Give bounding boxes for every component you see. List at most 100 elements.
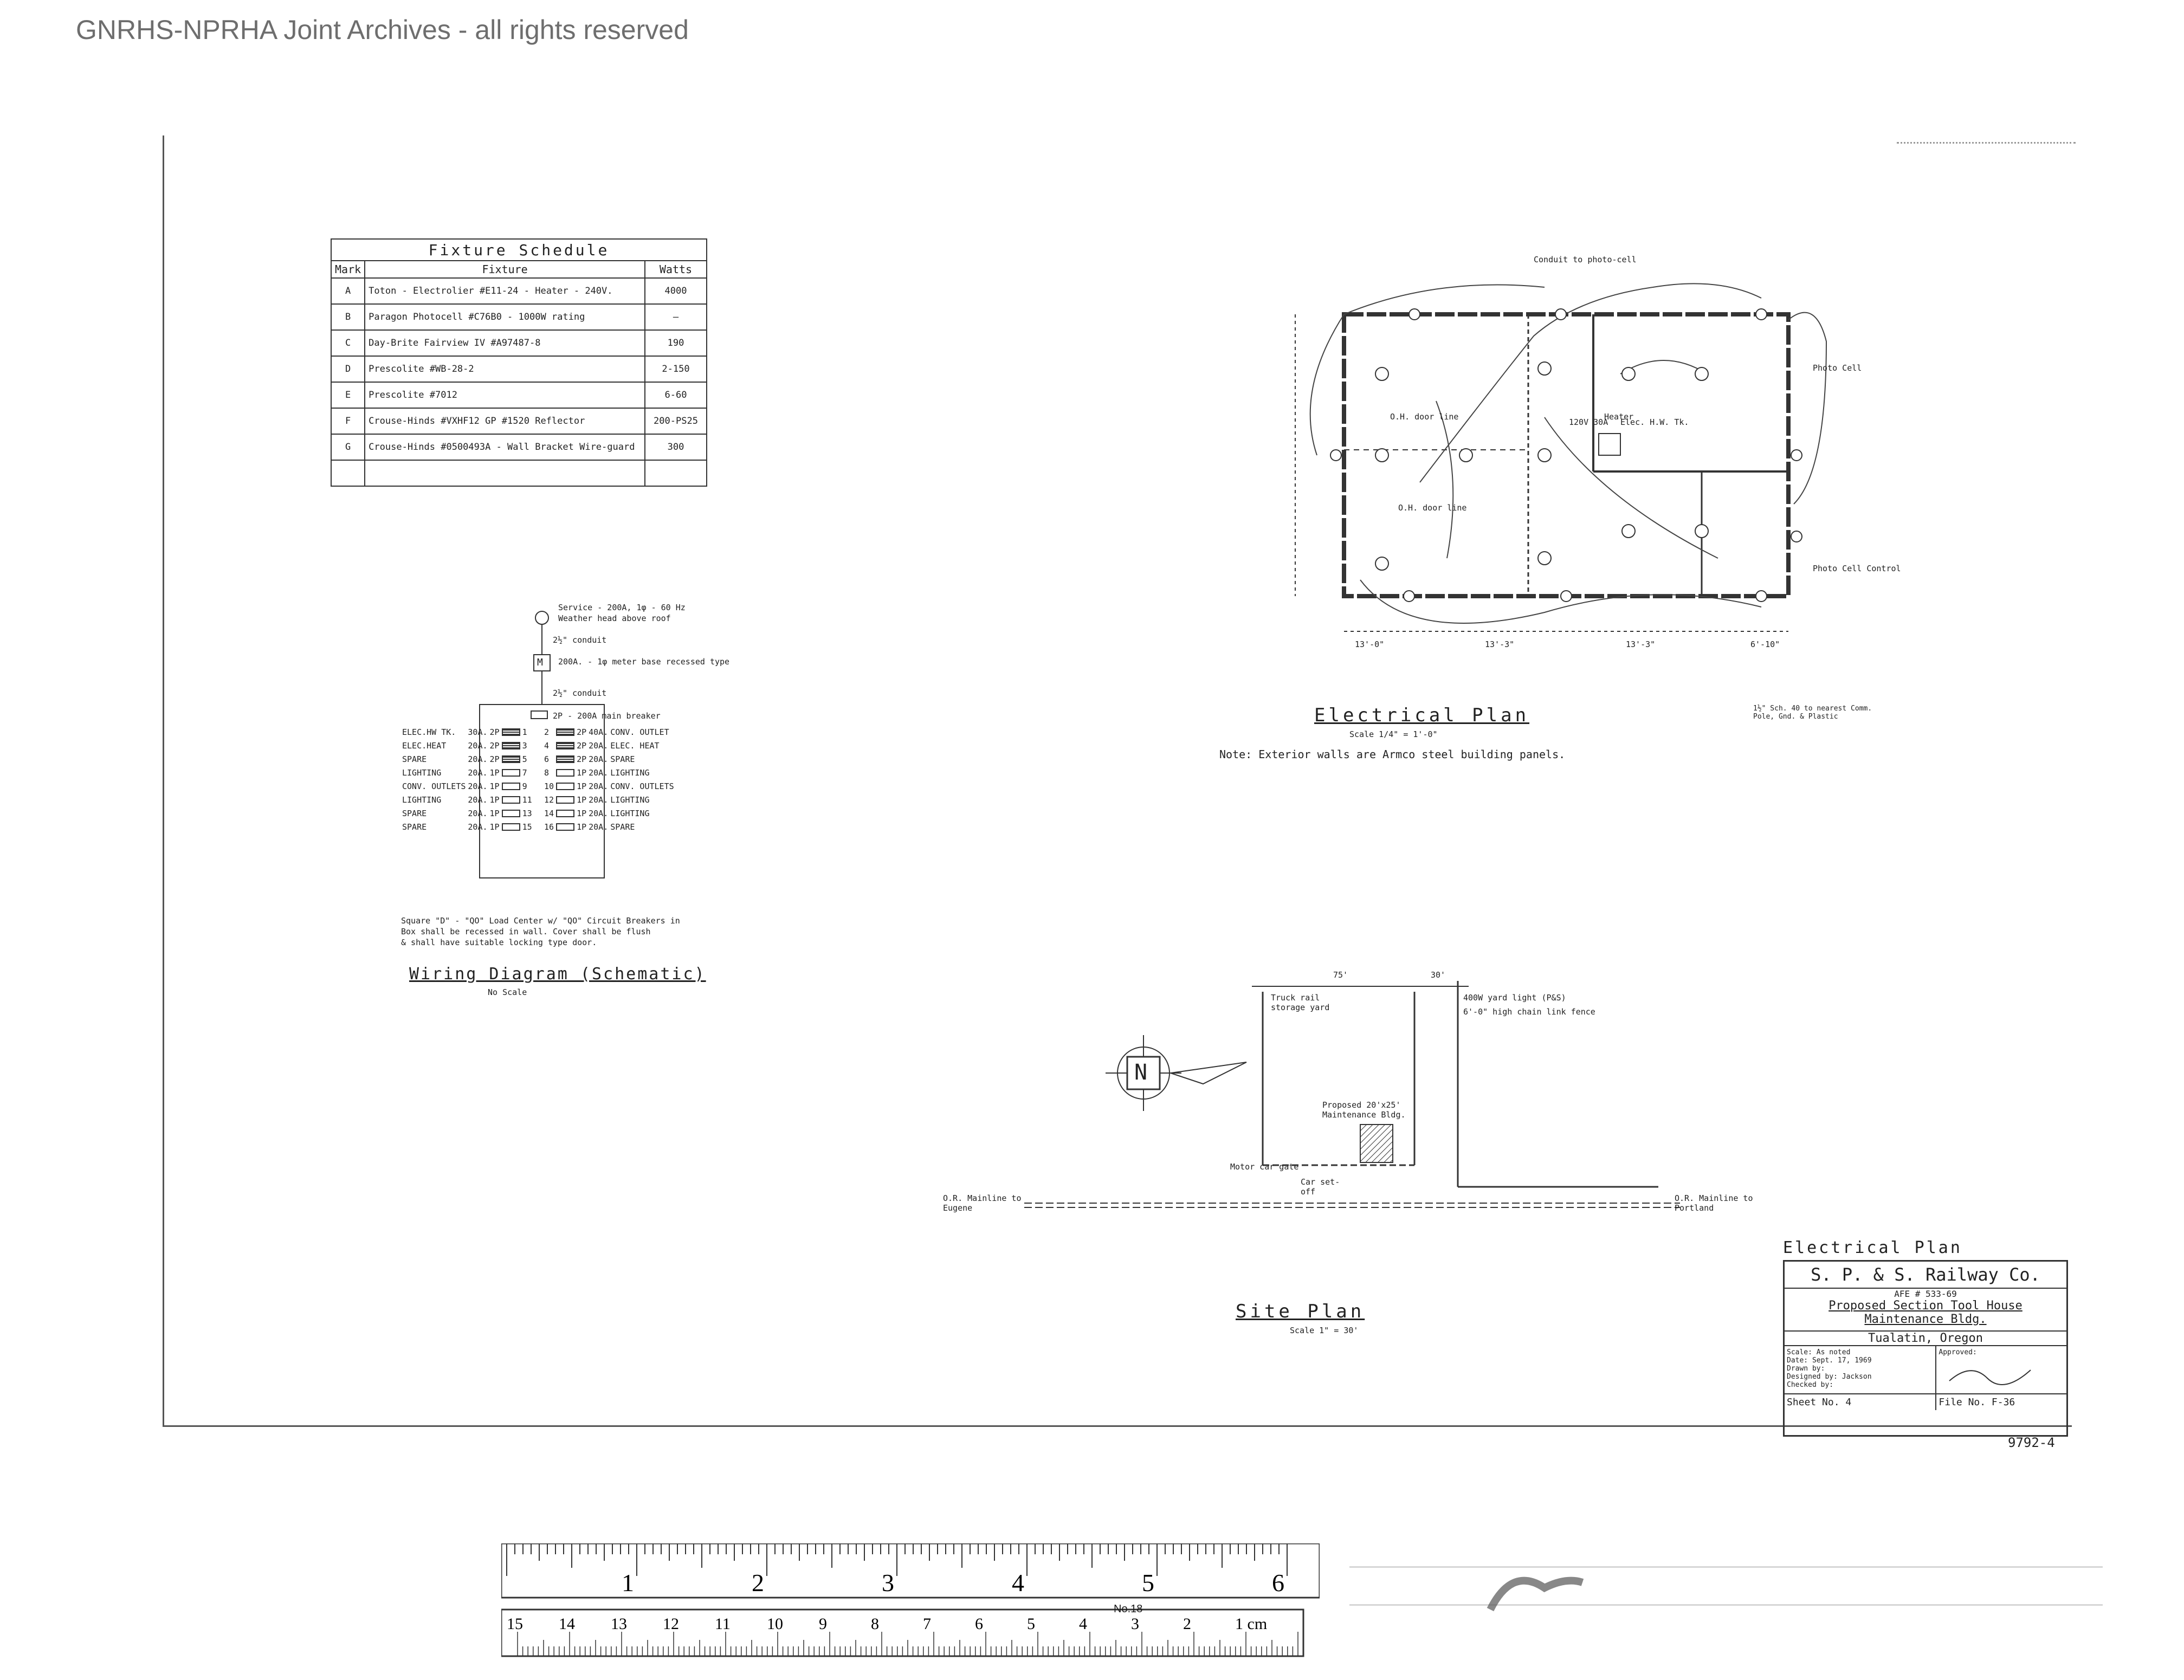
ruler-number: 4	[1012, 1569, 1024, 1597]
water-heater-label: Elec. H.W. Tk.	[1620, 417, 1689, 427]
site-plan-title: Site Plan	[1236, 1301, 1365, 1322]
circuit-number: 15	[522, 822, 532, 832]
ruler-cm-number: 12	[663, 1615, 679, 1633]
ruler-number: 3	[882, 1569, 894, 1597]
circuit-amps: 20A.	[589, 781, 609, 791]
circuit-number: 9	[522, 781, 527, 791]
fixture-mark: F	[330, 408, 366, 435]
ruler-cm-number: 11	[715, 1615, 731, 1633]
circuit-poles: 1P	[489, 822, 500, 832]
circuit-poles: 1P	[577, 767, 587, 778]
breaker-cell	[501, 766, 521, 779]
circuit-amps: 20A.	[589, 794, 609, 805]
fixture-watts: 300	[644, 434, 707, 461]
ruler-cm-number: 9	[819, 1615, 827, 1633]
ruler-number: 2	[752, 1569, 764, 1597]
truck-storage-label: Truck rail storage yard	[1271, 993, 1330, 1012]
ruler-cm-number: 6	[975, 1615, 983, 1633]
date-field: Date: Sept. 17, 1969	[1787, 1356, 1872, 1365]
sheet-top-edge	[1897, 142, 2076, 144]
fixture-desc: Paragon Photocell #C76B0 - 1000W rating	[364, 303, 645, 331]
breaker-symbol	[501, 755, 520, 763]
fixture-desc: Toton - Electrolier #E11-24 - Heater - 2…	[364, 277, 645, 305]
breaker-cell	[555, 766, 576, 779]
weatherhead-label: Weather head above roof	[558, 613, 671, 623]
circuit-poles: 1P	[489, 794, 500, 805]
circuit-poles: 2P	[489, 740, 500, 751]
fixture-watts: 6-60	[644, 382, 707, 409]
conduit-callout: 1½" Sch. 40 to nearest Comm. Pole, Gnd. …	[1753, 705, 1872, 721]
circuit-amps: 30A.	[468, 727, 488, 737]
mainline-portland-label: O.R. Mainline to Portland	[1675, 1193, 1753, 1213]
project-location: Tualatin, Oregon	[1785, 1332, 2066, 1346]
electrical-plan-title: Electrical Plan	[1314, 705, 1530, 726]
fixture-watts: 190	[644, 329, 707, 357]
ruler-cm-number: 8	[871, 1615, 879, 1633]
circuit-amps: 20A.	[468, 740, 488, 751]
breaker-cell	[555, 779, 576, 793]
electrical-plan-scale: Scale 1/4" = 1'-0"	[1349, 729, 1438, 739]
breaker-symbol	[501, 769, 520, 777]
plan-dimension: 6'-10"	[1750, 639, 1780, 649]
breaker-symbol	[501, 742, 520, 749]
breaker-cell	[501, 752, 521, 766]
circuit-poles: 2P	[577, 754, 587, 764]
main-breaker-label: 2P - 200A main breaker	[553, 711, 661, 721]
breaker-cell	[501, 820, 521, 833]
circuit-name: ELEC. HEAT	[610, 740, 660, 751]
circuit-name: LIGHTING	[610, 767, 650, 778]
circuit-number: 6	[544, 754, 550, 764]
breaker-cell	[501, 739, 521, 752]
breaker-symbol	[556, 742, 575, 749]
circuit-poles: 1P	[577, 808, 587, 818]
circuit-number: 10	[544, 781, 554, 791]
circuit-name: SPARE	[610, 754, 635, 764]
circuit-name: SPARE	[610, 822, 635, 832]
breaker-symbol	[556, 769, 575, 777]
circuit-name: LIGHTING	[610, 808, 650, 818]
circuit-amps: 20A.	[468, 754, 488, 764]
plan-dimension: 13'-3"	[1485, 639, 1515, 649]
site-plan-scale: Scale 1" = 30'	[1290, 1326, 1359, 1335]
fixture-desc: Day-Brite Fairview IV #A97487-8	[364, 329, 645, 357]
conduit-label-2: 2½" conduit	[553, 688, 607, 698]
watts-header: Watts	[644, 260, 707, 279]
circuit-name: LIGHTING	[610, 794, 650, 805]
project-line-1: Proposed Section Tool House	[1828, 1299, 2023, 1313]
breaker-cell	[501, 806, 521, 820]
circuit-name: ELEC.HW TK.	[402, 727, 456, 737]
floor-plan-drawing	[1295, 283, 1827, 632]
conduit-label: 2½" conduit	[553, 635, 607, 645]
ruler-cm-number: 13	[611, 1615, 627, 1633]
heater-label: Heater	[1604, 412, 1634, 422]
panel-note-3: & shall have suitable locking type door.	[401, 938, 597, 947]
ruler-cm-number: 2	[1183, 1615, 1191, 1633]
wiring-scale: No Scale	[488, 987, 527, 997]
breaker-cell	[555, 806, 576, 820]
title-block-heading: Electrical Plan	[1783, 1238, 1962, 1257]
fixture-mark: D	[330, 356, 366, 383]
circuit-amps: 20A.	[589, 822, 609, 832]
yard-light-label: 400W yard light (P&S)	[1463, 993, 1566, 1003]
breaker-symbol	[501, 728, 520, 736]
circuit-poles: 2P	[489, 727, 500, 737]
fixture-desc: Crouse-Hinds #VXHF12 GP #1520 Reflector	[364, 408, 645, 435]
circuit-number: 14	[544, 808, 554, 818]
ruler-cm-number: 7	[923, 1615, 931, 1633]
circuit-poles: 2P	[577, 740, 587, 751]
circuit-amps: 20A.	[468, 808, 488, 818]
photocell-conduit-label: Conduit to photo-cell	[1534, 255, 1637, 264]
circuit-name: CONV. OUTLETS	[610, 781, 674, 791]
